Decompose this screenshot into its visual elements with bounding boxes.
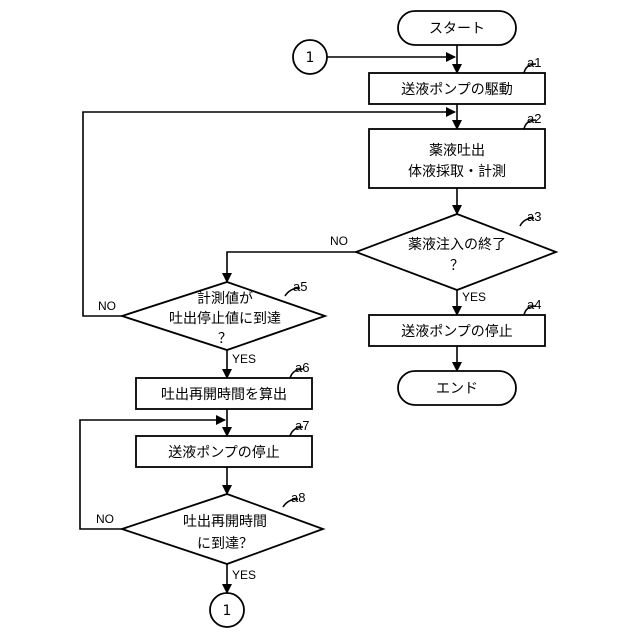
- process-a4-label: 送液ポンプの停止: [401, 323, 513, 340]
- ref-a1: a1: [527, 55, 541, 70]
- process-a6-label: 吐出再開時間を算出: [161, 387, 287, 403]
- a8-no-label: NO: [96, 512, 114, 526]
- ref-a5: a5: [293, 279, 307, 294]
- a3-no-label: NO: [330, 234, 348, 248]
- process-a2-line1: 薬液吐出: [429, 143, 485, 159]
- process-a2-line2: 体液採取・計測: [408, 164, 506, 180]
- decision-a3-line1: 薬液注入の終了: [408, 237, 506, 253]
- decision-a5-line3: ？: [218, 331, 232, 347]
- process-a7-label: 送液ポンプの停止: [168, 444, 280, 461]
- decision-a5-line2: 吐出停止値に到達: [169, 310, 281, 327]
- a3-yes-label: YES: [462, 290, 486, 304]
- ref-a6: a6: [295, 360, 309, 375]
- ref-a4: a4: [527, 297, 541, 312]
- decision-a8-line1: 吐出再開時間: [183, 514, 267, 530]
- ref-a2: a2: [527, 111, 541, 126]
- decision-a5-line1: 計測値が: [197, 291, 253, 307]
- process-a1-label: 送液ポンプの駆動: [401, 82, 513, 98]
- decision-a3-line2: ？: [450, 258, 464, 274]
- connector-bottom-label: 1: [223, 603, 232, 619]
- ref-a3: a3: [527, 209, 541, 224]
- a5-no-label: NO: [98, 299, 116, 313]
- end-label: エンド: [436, 381, 478, 397]
- a8-yes-label: YES: [232, 568, 256, 582]
- start-label: スタート: [429, 21, 485, 37]
- decision-a8-line2: に到達？: [197, 536, 253, 552]
- ref-a8: a8: [291, 490, 305, 505]
- connector-top-label: 1: [306, 50, 315, 66]
- a5-yes-label: YES: [232, 352, 256, 366]
- arrow-a3-no: [227, 252, 356, 282]
- ref-a7: a7: [295, 418, 309, 433]
